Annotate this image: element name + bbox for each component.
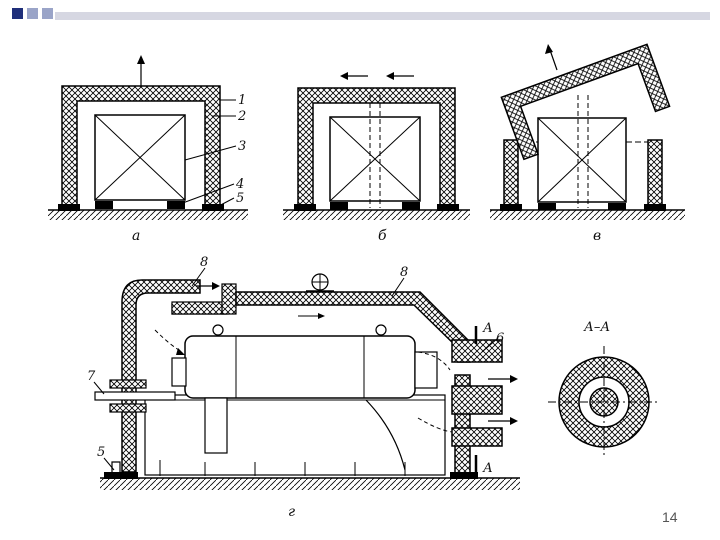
label-8b: 8 bbox=[400, 265, 408, 280]
caption-g: г bbox=[288, 504, 295, 520]
label-8a: 8 bbox=[200, 255, 208, 270]
label-5: 5 bbox=[236, 191, 244, 206]
page-number: 14 bbox=[662, 509, 678, 525]
hood-v-lifted bbox=[500, 43, 671, 161]
caption-a: а bbox=[132, 228, 140, 244]
section-marker-top: А bbox=[482, 321, 493, 336]
ground-b bbox=[283, 210, 470, 220]
wall-v-right bbox=[647, 139, 663, 207]
label-4: 4 bbox=[235, 177, 244, 192]
label-6: 6 bbox=[496, 331, 504, 346]
wall-v-left bbox=[503, 139, 519, 207]
diagram-a: 1 2 3 4 5 а bbox=[48, 55, 248, 244]
label-1: 1 bbox=[238, 93, 246, 108]
header-square-dark bbox=[12, 8, 23, 19]
machine-body-g bbox=[184, 335, 416, 399]
outlet-lower bbox=[451, 427, 503, 447]
ground-v bbox=[490, 210, 685, 220]
ground-a bbox=[48, 210, 248, 220]
ground-g bbox=[100, 478, 520, 490]
machine-base bbox=[144, 394, 446, 476]
label-2: 2 bbox=[237, 109, 246, 124]
caption-b: б bbox=[378, 228, 387, 244]
diagram-v: в bbox=[490, 43, 685, 244]
arrow-up-v bbox=[549, 49, 558, 71]
hood-g-left-wall bbox=[121, 279, 201, 473]
caption-v: в bbox=[593, 228, 601, 244]
base-a-left bbox=[58, 204, 80, 211]
header-square-light bbox=[27, 8, 38, 19]
diagram-b: б bbox=[283, 72, 470, 244]
section-title: А–А bbox=[583, 320, 610, 335]
base-a-right bbox=[202, 204, 224, 211]
diagram-g: А А bbox=[87, 255, 520, 520]
section-view-a-a: А–А bbox=[548, 320, 660, 458]
outlet-middle bbox=[451, 385, 503, 415]
header-bar bbox=[55, 12, 710, 20]
label-3: 3 bbox=[238, 139, 246, 154]
shaft-g bbox=[94, 391, 176, 401]
label-5b: 5 bbox=[97, 445, 105, 460]
header-square-light bbox=[42, 8, 53, 19]
section-marker-bottom: А bbox=[482, 461, 493, 476]
label-7: 7 bbox=[87, 369, 96, 384]
